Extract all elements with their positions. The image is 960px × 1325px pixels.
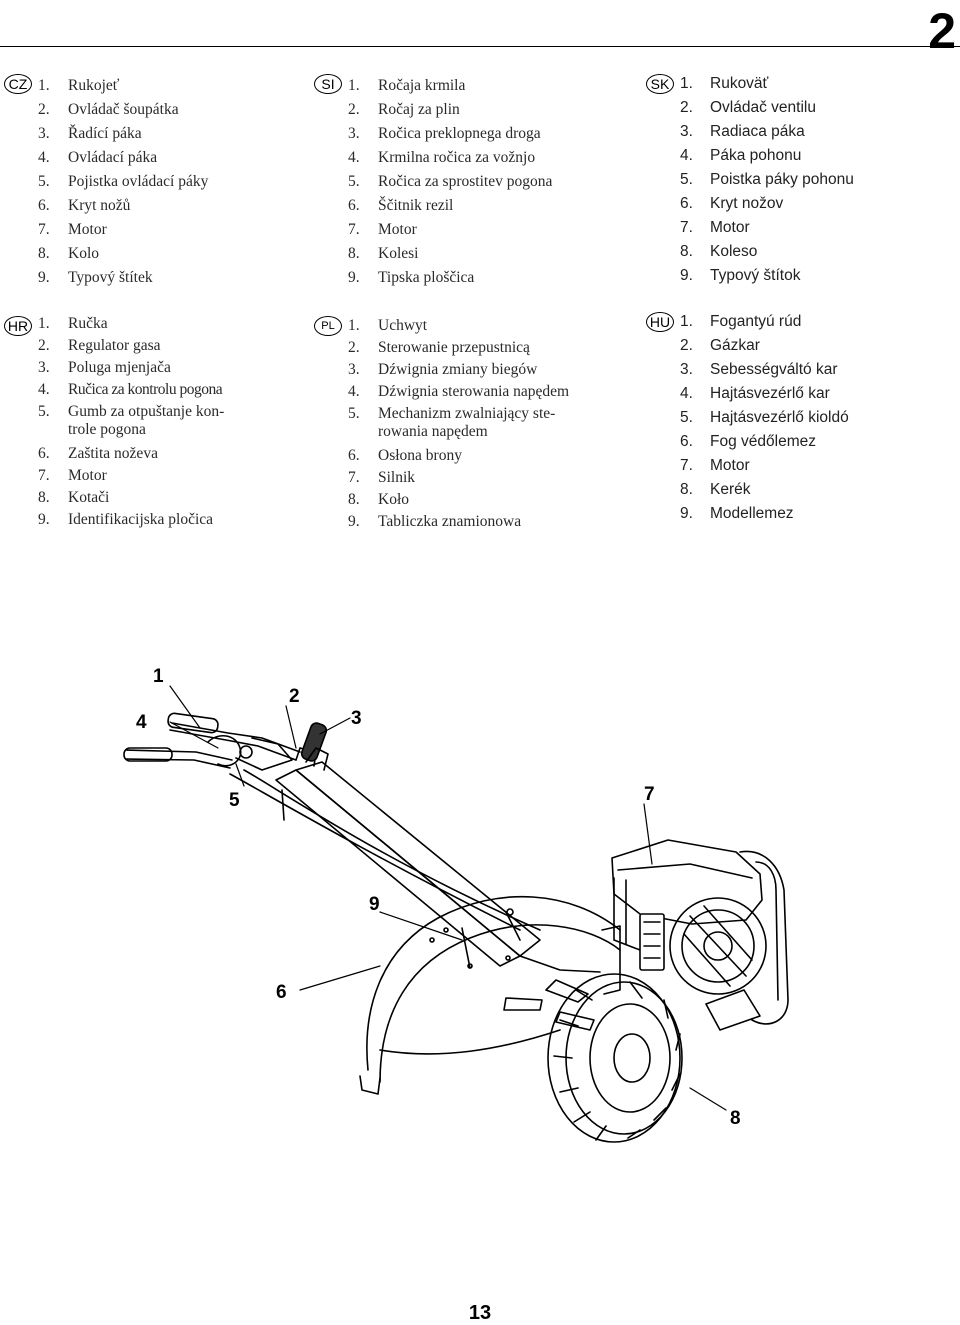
engine-drawing [601, 839, 789, 1031]
list-item: 2.Regulator gasa [38, 337, 161, 354]
list-item: 3.Ročica preklopnega droga [348, 125, 541, 142]
list-item: 8.Kotači [38, 489, 110, 506]
list-item: 7.Motor [38, 221, 107, 238]
list-item: 8.Kolo [38, 245, 99, 262]
language-badge-hu: HU [646, 312, 674, 332]
page-number: 13 [468, 1302, 492, 1324]
list-item: 2.Ročaj za plin [348, 101, 460, 118]
parts-items-hu: 1.Fogantyú rúd 2.Gázkar 3.Sebességváltó … [680, 310, 920, 526]
list-item: 1.Rukojeť [38, 77, 120, 94]
parts-items-pl: 1.Uchwyt 2.Sterowanie przepustnicą 3.Dźw… [348, 314, 588, 532]
list-item: 9.Typový štítek [38, 269, 153, 286]
list-item: 8.Kerék [680, 481, 751, 498]
list-item: 3.Radiaca páka [680, 123, 805, 140]
language-badge-cz: CZ [4, 74, 32, 94]
list-item: 4.Páka pohonu [680, 147, 802, 164]
list-item: 8.Koło [348, 491, 409, 508]
list-item: 9.Modellemez [680, 505, 794, 522]
list-item: 9.Tipska ploščica [348, 269, 475, 286]
list-item: 5.Hajtásvezérlő kioldó [680, 409, 849, 426]
list-item: 5.Ročica za sprostitev pogona [348, 173, 553, 190]
language-badge-sk: SK [646, 74, 674, 94]
handlebar-drawing [123, 712, 301, 771]
list-item: 3.Řadící páka [38, 125, 142, 142]
list-item: 4.Ručica za kontrolu pogona [38, 381, 223, 398]
list-item: 7.Motor [38, 467, 107, 484]
list-item: 1.Uchwyt [348, 317, 428, 334]
list-item: 6.Fog védőlemez [680, 433, 816, 450]
tine-shield-drawing [359, 895, 621, 1095]
callout-4: 4 [136, 712, 147, 733]
callout-2: 2 [289, 686, 300, 707]
wheel-drawing [547, 973, 683, 1143]
list-item: 2.Sterowanie przepustnicą [348, 339, 530, 356]
callout-3: 3 [351, 708, 362, 729]
section-number: 2 [928, 3, 956, 59]
list-item: 5.Pojistka ovládací páky [38, 173, 209, 190]
list-item: 1.Fogantyú rúd [680, 313, 802, 330]
list-item: 4.Dźwignia sterowania napędem [348, 383, 570, 400]
list-item: 1.Rukoväť [680, 75, 769, 92]
gear-lever-drawing [300, 722, 329, 771]
tines-drawing [503, 979, 595, 1031]
tiller-diagram: 1 2 3 4 5 6 7 8 9 [123, 666, 789, 1143]
language-badge-hr: HR [4, 316, 32, 336]
list-item: 7.Motor [680, 219, 750, 236]
handle-column-drawing [229, 761, 541, 967]
callout-leaders [169, 685, 727, 1111]
callout-6: 6 [276, 982, 287, 1003]
list-item: 6.Kryt nožů [38, 197, 131, 214]
list-item: 9.Identifikacijska pločica [38, 511, 214, 528]
list-item: 5.Mechanizm zwalniający ste-rowania napę… [348, 405, 556, 440]
list-item: 6.Zaštita noževa [38, 445, 158, 462]
parts-items-si: 1.Ročaja krmila 2.Ročaj za plin 3.Ročica… [348, 74, 588, 290]
list-item: 1.Ručka [38, 315, 108, 332]
parts-items-sk: 1.Rukoväť 2.Ovládač ventilu 3.Radiaca pá… [680, 72, 920, 288]
list-item: 3.Dźwignia zmiany biegów [348, 361, 538, 378]
language-badge-si: SI [314, 74, 342, 94]
list-item: 5.Gumb za otpuštanje kon-trole pogona [38, 403, 225, 438]
list-item: 1.Ročaja krmila [348, 77, 466, 94]
list-item: 4.Hajtásvezérlő kar [680, 385, 830, 402]
list-item: 9.Typový štítok [680, 267, 801, 284]
list-item: 6.Ščitnik rezil [348, 197, 454, 214]
parts-items-cz: 1.Rukojeť 2.Ovládač šoupátka 3.Řadící pá… [38, 74, 278, 290]
header-rule [0, 46, 960, 47]
list-item: 2.Ovládač ventilu [680, 99, 816, 116]
callout-5: 5 [229, 790, 240, 811]
list-item: 2.Ovládač šoupátka [38, 101, 179, 118]
frame-drawing [461, 908, 601, 973]
list-item: 6.Osłona brony [348, 447, 462, 464]
language-badge-pl: PL [314, 316, 342, 336]
callout-1: 1 [153, 666, 164, 687]
callout-8: 8 [730, 1108, 741, 1129]
list-item: 7.Motor [348, 221, 417, 238]
list-item: 4.Ovládací páka [38, 149, 158, 166]
list-item: 7.Motor [680, 457, 750, 474]
callout-7: 7 [644, 784, 655, 805]
list-item: 3.Poluga mjenjača [38, 359, 171, 376]
list-item: 4.Krmilna ročica za vožnjo [348, 149, 536, 166]
list-item: 9.Tabliczka znamionowa [348, 513, 522, 530]
callout-9: 9 [369, 894, 380, 915]
list-item: 6.Kryt nožov [680, 195, 784, 212]
list-item: 3.Sebességváltó kar [680, 361, 838, 378]
list-item: 8.Koleso [680, 243, 758, 260]
list-item: 8.Kolesi [348, 245, 419, 262]
list-item: 2.Gázkar [680, 337, 760, 354]
parts-items-hr: 1.Ručka 2.Regulator gasa 3.Poluga mjenja… [38, 312, 278, 530]
list-item: 7.Silnik [348, 469, 416, 486]
list-item: 5.Poistka páky pohonu [680, 171, 854, 188]
